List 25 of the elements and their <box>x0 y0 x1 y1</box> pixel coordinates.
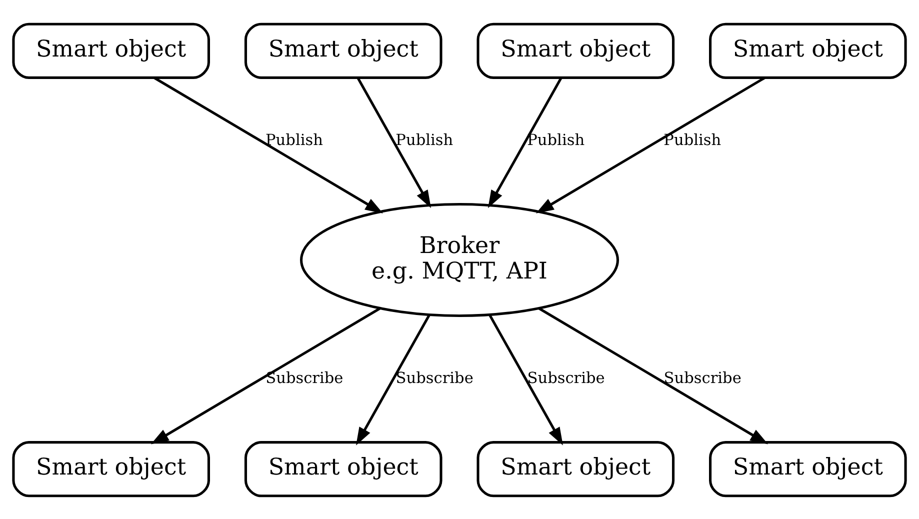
edge-label: Subscribe <box>266 368 344 387</box>
node-box: Smart object <box>244 440 442 497</box>
edge-label: Subscribe <box>664 368 742 387</box>
edge-label: Publish <box>527 130 585 148</box>
node-box: Smart object <box>244 22 442 78</box>
edge-label: Publish <box>266 130 323 148</box>
node-box: Smart object <box>709 440 907 497</box>
edge-label: Subscribe <box>396 368 474 387</box>
node-box: Smart object <box>709 22 907 78</box>
edge-label: Subscribe <box>527 368 605 387</box>
arrow <box>356 314 430 445</box>
arrow <box>150 306 381 444</box>
node-ellipse: Broker e.g. MQTT, API <box>300 202 620 317</box>
arrow <box>488 76 562 208</box>
arrow <box>356 76 432 208</box>
node-box: Smart object <box>12 440 210 497</box>
edge-label: Publish <box>664 130 722 148</box>
arrow <box>536 76 766 213</box>
node-box: Smart object <box>12 22 210 78</box>
arrow <box>488 314 563 445</box>
node-box: Smart object <box>476 440 675 497</box>
arrow <box>154 76 384 213</box>
node-box: Smart object <box>476 22 675 78</box>
arrow <box>538 306 768 444</box>
edge-label: Publish <box>396 130 454 148</box>
